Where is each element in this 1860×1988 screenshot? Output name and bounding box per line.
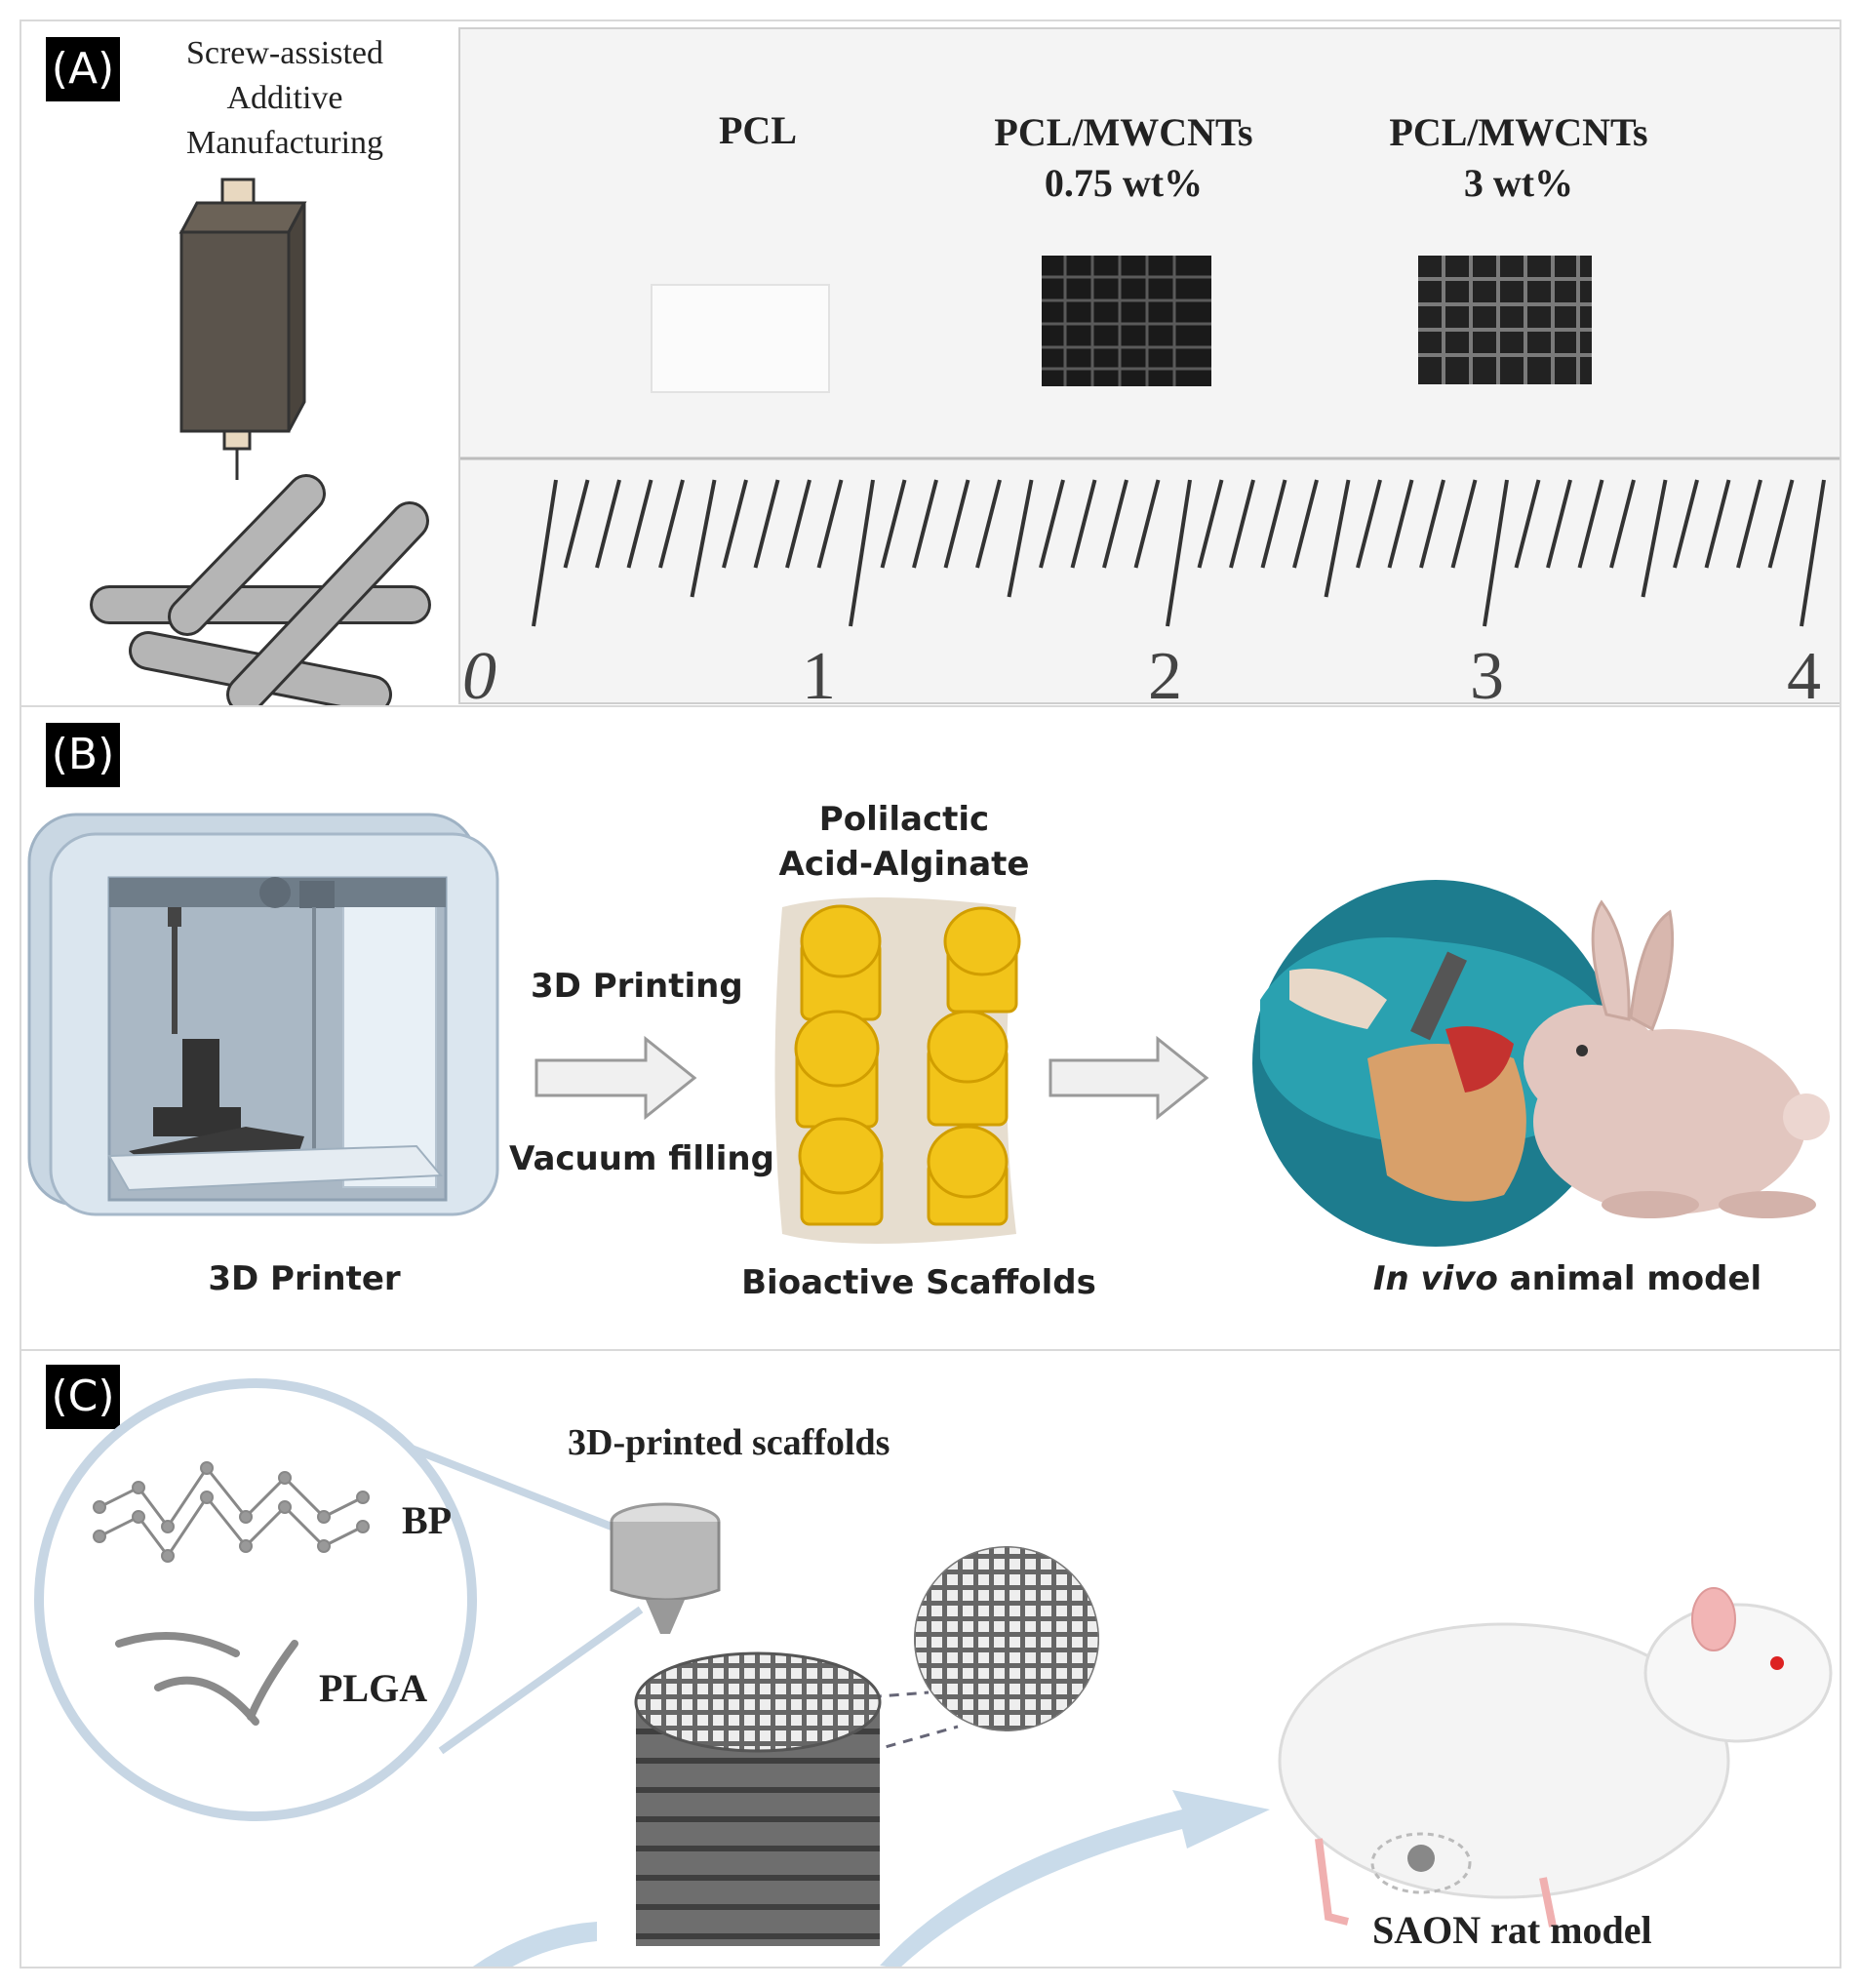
scaffold-caption: Bioactive Scaffolds: [741, 1263, 1096, 1302]
method-title-line-3: Manufacturing: [185, 125, 384, 161]
ruler-tick: [1070, 479, 1097, 569]
nozzle-illustration: [610, 1502, 721, 1634]
sample-label-075: PCL/MWCNTs 0.75 wt%: [958, 107, 1289, 209]
extruder-illustration: [90, 178, 431, 705]
sample-label-pcl: PCL: [636, 107, 880, 153]
ruler-tick: [1133, 479, 1161, 569]
ruler-tick: [658, 479, 685, 569]
ruler-tick: [912, 479, 938, 569]
sample-label-3-line-2: 3 wt%: [1463, 161, 1574, 205]
ruler-tick: [690, 479, 717, 598]
ruler-number-4: 4: [1787, 639, 1821, 707]
model-caption-italic: In vivo: [1372, 1259, 1498, 1298]
ruler-tick: [1450, 479, 1478, 569]
sample-label-3: PCL/MWCNTs 3 wt%: [1353, 107, 1684, 209]
ruler-tick: [1609, 479, 1636, 569]
ruler-tick: [722, 479, 748, 569]
ruler-tick: [943, 479, 970, 569]
panel-c-badge: (C): [46, 1365, 120, 1429]
ruler-tick: [1007, 479, 1034, 598]
bp-structure: [93, 1461, 370, 1563]
ruler-tick: [1387, 479, 1414, 569]
ruler-tick: [626, 479, 653, 569]
ruler-tick: [1514, 479, 1541, 569]
component-label-plga: PLGA: [319, 1666, 428, 1710]
arrow-scaffold-to-rat: [880, 1790, 1270, 1967]
arrow-printer-to-scaffold: [534, 1035, 697, 1121]
ruler-tick: [1356, 479, 1382, 569]
ruler-tick: [816, 479, 844, 569]
material-zoom-circle: [34, 1378, 477, 1821]
material-label-line-1: Polilactic: [818, 800, 990, 839]
ruler-tick: [1546, 479, 1572, 569]
ruler-tick: [1324, 479, 1351, 598]
ruler-tick: [880, 479, 907, 569]
ruler-tick: [1102, 479, 1128, 569]
ruler-tick: [975, 479, 1002, 569]
printer-illustration: [27, 813, 499, 1216]
rabbit-illustration: [1524, 899, 1830, 1218]
sample-label-075-line-2: 0.75 wt%: [1044, 161, 1204, 205]
ruler-tick: [1704, 479, 1731, 569]
cylinder-scaffold: [634, 1651, 882, 1946]
ruler-tick: [1419, 479, 1445, 569]
ruler-tick: [1260, 479, 1287, 569]
ruler-tick: [1767, 479, 1795, 569]
ruler-number-1: 1: [802, 639, 836, 707]
panel-c-title: 3D-printed scaffolds: [568, 1422, 890, 1463]
plga-chains: [115, 1632, 298, 1726]
ruler-number-3: 3: [1470, 639, 1504, 707]
panel-b: (B): [20, 707, 1841, 1351]
panel-a-badge: (A): [46, 37, 120, 101]
method-title-line-1: Screw-assisted: [185, 35, 384, 71]
ruler-tick: [1166, 479, 1192, 627]
ruler-tick: [753, 479, 780, 569]
process-label-3d-printing: 3D Printing: [531, 967, 743, 1006]
lattice-zoom-inset: [914, 1546, 1099, 1731]
scaffold-photo: [774, 897, 1021, 1244]
ruler-tick: [1197, 479, 1224, 569]
scaffold-3: [1418, 256, 1592, 384]
model-caption: In vivo animal model: [1348, 1259, 1787, 1298]
ruler-tick: [1673, 479, 1699, 569]
sample-label-pcl-line-1: PCL: [719, 108, 797, 152]
rat-model-caption: SAON rat model: [1372, 1908, 1652, 1952]
ruler-tick: [595, 479, 621, 569]
ruler-tick: [785, 479, 811, 569]
sample-label-075-line-1: PCL/MWCNTs: [994, 110, 1253, 154]
ruler-tick: [1736, 479, 1762, 569]
panel-b-badge: (B): [46, 723, 120, 787]
panel-c: (C): [20, 1351, 1841, 1968]
ruler-tick: [563, 479, 590, 569]
sample-label-3-line-1: PCL/MWCNTs: [1389, 110, 1648, 154]
method-title: Screw-assisted Additive Manufacturing: [139, 31, 431, 166]
ruler-tick: [1577, 479, 1604, 569]
panel-c-illustration: [34, 1378, 1833, 1967]
ruler-tick: [1800, 479, 1826, 627]
component-label-bp: BP: [402, 1498, 453, 1542]
scaffold-075: [1042, 256, 1211, 386]
ruler-tick: [1483, 479, 1509, 627]
model-caption-rest: animal model: [1497, 1259, 1762, 1298]
ruler-tick: [849, 479, 875, 627]
samples-and-ruler: [460, 256, 1840, 627]
material-label-line-2: Acid-Alginate: [778, 845, 1030, 884]
ruler-tick: [1039, 479, 1065, 569]
ruler-tick: [532, 479, 558, 627]
method-title-line-2: Additive: [226, 80, 343, 116]
panel-a: (A) Screw-assisted Additive Manufacturin…: [20, 20, 1841, 707]
ruler-tick: [1229, 479, 1255, 569]
printer-caption: 3D Printer: [208, 1259, 401, 1298]
ruler-number-0: 0: [462, 639, 496, 707]
arrow-scaffold-to-model: [1049, 1035, 1209, 1121]
ruler-tick: [1641, 479, 1668, 598]
rat-illustration: [1278, 1587, 1833, 1928]
ruler-number-2: 2: [1148, 639, 1182, 707]
process-label-vacuum-filling: Vacuum filling: [509, 1139, 774, 1178]
ruler-tick: [1292, 479, 1319, 569]
panel-b-illustration: [27, 813, 1830, 1247]
material-label: Polilactic Acid-Alginate: [738, 797, 1070, 887]
surgery-photo: [1252, 880, 1619, 1247]
